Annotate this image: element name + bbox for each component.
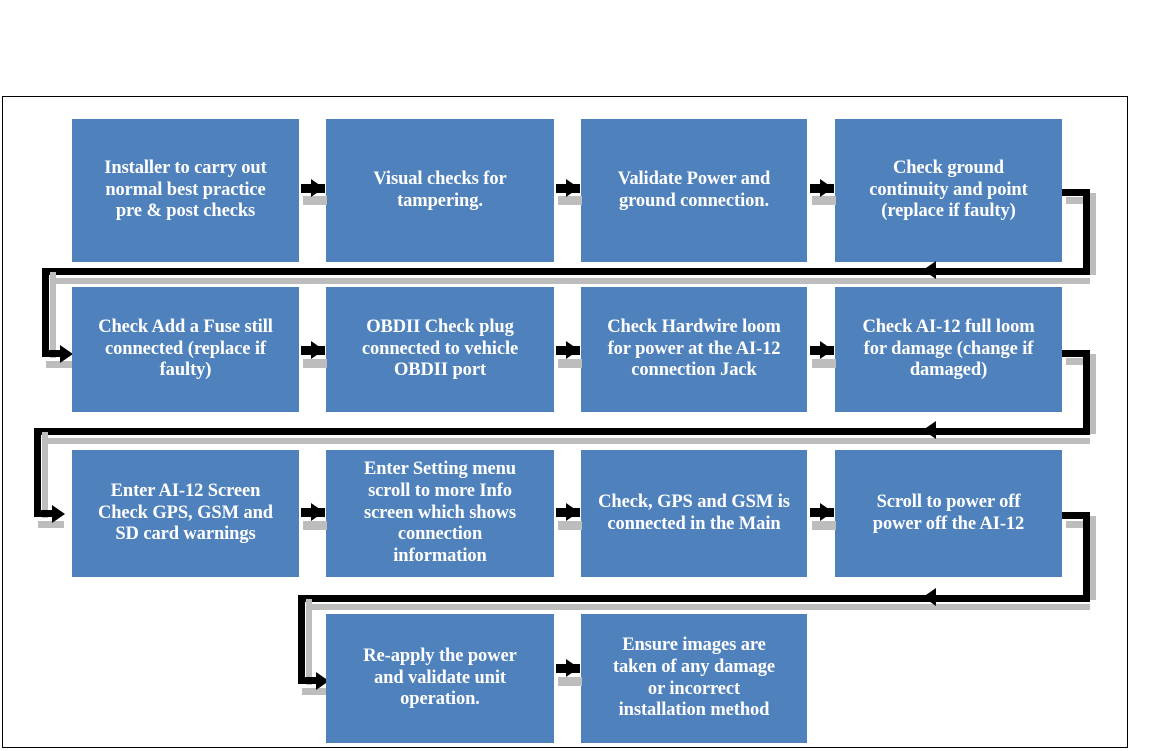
edge-n4-n5-shadow-e — [46, 361, 72, 368]
flow-node-n8[interactable]: Check AI-12 full loom for damage (change… — [835, 287, 1062, 412]
flow-node-n13[interactable]: Re-apply the power and validate unit ope… — [326, 614, 554, 743]
edge-n11-n12-arrowhead — [820, 503, 833, 521]
edge-n5-n6-shadow — [303, 359, 327, 368]
edge-n12-n13-arrowhead-in — [316, 672, 329, 690]
edge-n8-n9-seg-out — [1062, 350, 1090, 357]
edge-n4-n5-seg-down — [1083, 189, 1090, 271]
edge-n8-n9-seg-down2 — [34, 428, 41, 514]
edge-n12-n13-seg-down2 — [298, 595, 305, 681]
edge-n8-n9-arrowhead-in — [52, 505, 65, 523]
edge-n9-n10-arrowhead — [311, 503, 324, 521]
edge-n4-n5-arrowhead-in — [60, 345, 73, 363]
flow-node-n14[interactable]: Ensure images are taken of any damage or… — [581, 614, 807, 743]
edge-n13-n14-arrowhead — [566, 659, 579, 677]
edge-n7-n8-arrowhead — [820, 341, 833, 359]
flow-node-n6[interactable]: OBDII Check plug connected to vehicle OB… — [326, 287, 554, 412]
flow-node-n4[interactable]: Check ground continuity and point (repla… — [835, 119, 1062, 262]
flow-node-n7[interactable]: Check Hardwire loom for power at the AI-… — [581, 287, 807, 412]
edge-n2-n3-shadow — [558, 196, 582, 205]
edge-n10-n11-arrowhead — [566, 503, 579, 521]
flow-node-n12[interactable]: Scroll to power off power off the AI-12 — [835, 450, 1062, 577]
edge-n8-n9-seg-in — [34, 510, 56, 517]
edge-n12-n13-arrowhead-mid — [923, 588, 936, 606]
edge-n11-n12-shadow — [812, 521, 836, 530]
edge-n8-n9-seg-across — [34, 428, 1090, 435]
edge-n3-n4-arrowhead — [820, 179, 833, 197]
edge-n4-n5-seg-across — [42, 268, 1090, 275]
flow-node-n10[interactable]: Enter Setting menu scroll to more Info s… — [326, 450, 554, 577]
edge-n12-n13-shadow-e — [302, 688, 328, 695]
flow-node-n2[interactable]: Visual checks for tampering. — [326, 119, 554, 262]
edge-n6-n7-shadow — [558, 359, 582, 368]
edge-n10-n11-shadow — [558, 521, 582, 530]
edge-n8-n9-seg-down — [1083, 350, 1090, 430]
edge-n12-n13-shadow-b — [1090, 516, 1096, 600]
edge-n12-n13-seg-out — [1062, 512, 1090, 519]
edge-n8-n9-shadow-e — [38, 521, 64, 528]
edge-n4-n5-shadow-a — [1066, 197, 1090, 204]
edge-n12-n13-seg-in — [298, 677, 320, 684]
flow-node-n1[interactable]: Installer to carry out normal best pract… — [72, 119, 299, 262]
edge-n5-n6-arrowhead — [311, 341, 324, 359]
edge-n4-n5-seg-out — [1062, 189, 1090, 196]
edge-n8-n9-arrowhead-mid — [923, 421, 936, 439]
edge-n12-n13-seg-across — [298, 595, 1090, 602]
flow-node-n3[interactable]: Validate Power and ground connection. — [581, 119, 807, 262]
edge-n4-n5-shadow-d — [50, 272, 56, 358]
edge-n4-n5-arrowhead-mid — [923, 261, 936, 279]
flow-node-n9[interactable]: Enter AI-12 Screen Check GPS, GSM and SD… — [72, 450, 299, 577]
edge-n13-n14-shadow — [558, 677, 582, 686]
edge-n4-n5-shadow-c — [50, 278, 1090, 284]
edge-n4-n5-shadow-b — [1090, 193, 1096, 275]
edge-n4-n5-seg-in — [42, 350, 64, 357]
edge-n8-n9-shadow-d — [42, 432, 48, 518]
edge-n8-n9-shadow-a — [1066, 358, 1090, 365]
edge-n12-n13-shadow-c — [306, 604, 1090, 610]
flow-node-n5[interactable]: Check Add a Fuse still connected (replac… — [72, 287, 299, 412]
edge-n7-n8-shadow — [812, 359, 836, 368]
edge-n12-n13-shadow-a — [1066, 521, 1090, 528]
edge-n2-n3-arrowhead — [566, 179, 579, 197]
edge-n4-n5-seg-down2 — [42, 268, 49, 354]
edge-n6-n7-arrowhead — [566, 341, 579, 359]
edge-n8-n9-shadow-b — [1090, 354, 1096, 434]
edge-n1-n2-arrowhead — [311, 179, 324, 197]
edge-n8-n9-shadow-c — [42, 438, 1090, 444]
edge-n3-n4-shadow — [812, 196, 836, 205]
edge-n9-n10-shadow — [303, 521, 327, 530]
edge-n12-n13-shadow-d — [306, 599, 312, 685]
edge-n12-n13-seg-down — [1083, 512, 1090, 596]
edge-n1-n2-shadow — [303, 196, 327, 205]
flow-node-n11[interactable]: Check, GPS and GSM is connected in the M… — [581, 450, 807, 577]
